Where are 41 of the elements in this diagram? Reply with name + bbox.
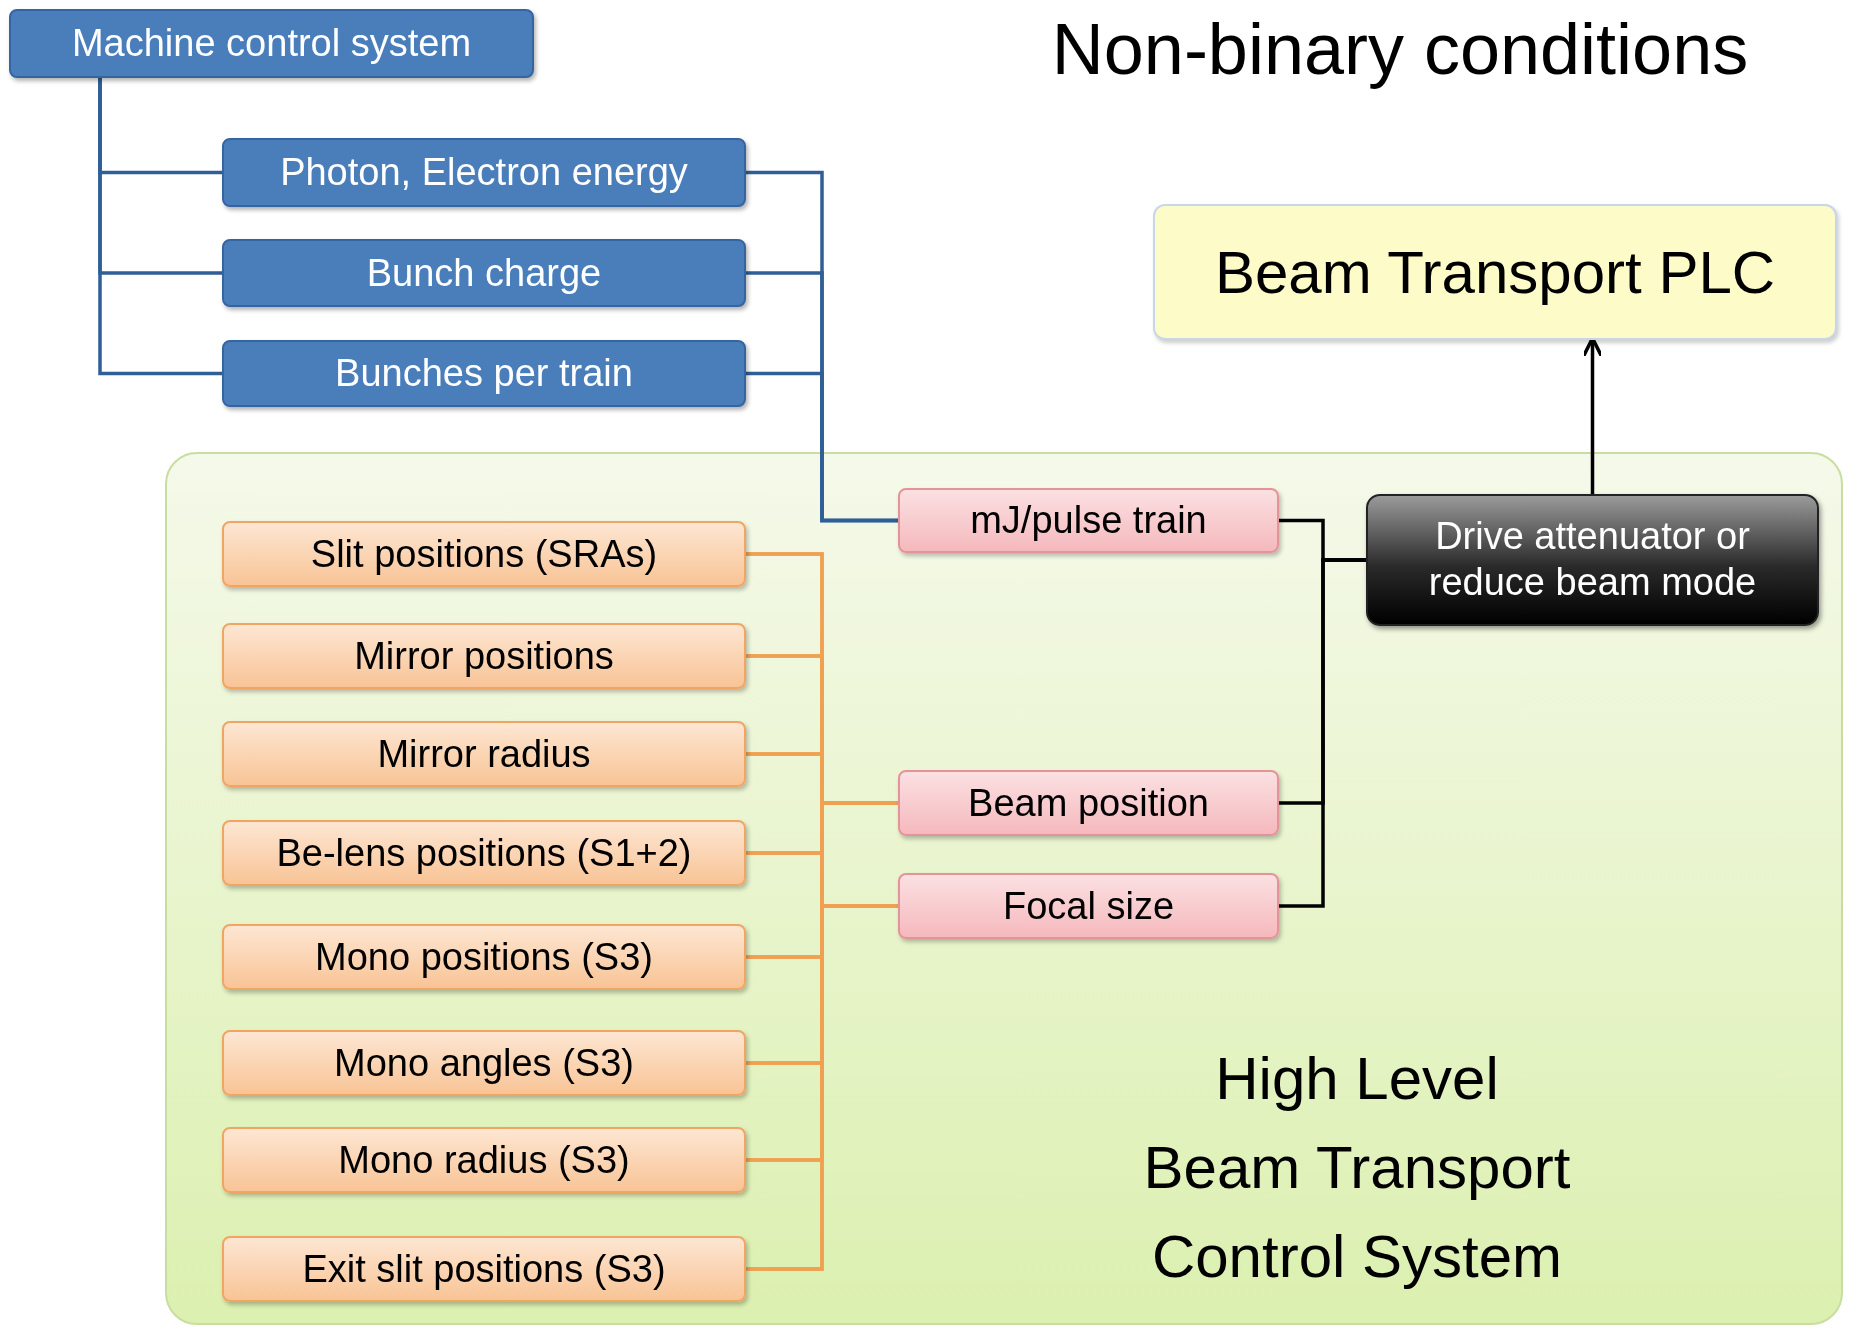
connector-line bbox=[746, 904, 898, 1271]
panel-title: High Level Beam Transport Control System bbox=[1142, 1044, 1572, 1292]
parameter-box bbox=[222, 521, 746, 587]
action-box bbox=[1366, 494, 1819, 626]
diagram-title: Non-binary conditions bbox=[1050, 8, 1750, 90]
parameter-box bbox=[222, 924, 746, 990]
connector-line bbox=[746, 371, 898, 523]
node-label: Mirror radius bbox=[377, 732, 591, 776]
node-label: Beam Transport PLC bbox=[1214, 237, 1776, 307]
node-label: Photon, Electron energy bbox=[280, 151, 688, 194]
control-system-panel bbox=[165, 452, 1843, 1325]
parameter-box bbox=[222, 1127, 746, 1193]
node-label: Mono positions (S3) bbox=[315, 935, 653, 979]
system-box bbox=[222, 138, 746, 207]
node-label: Slit positions (SRAs) bbox=[310, 532, 658, 576]
parameter-box bbox=[222, 820, 746, 886]
node-label: Be-lens positions (S1+2) bbox=[276, 831, 692, 875]
node-label: Bunches per train bbox=[335, 352, 633, 395]
node-label: Bunch charge bbox=[366, 251, 602, 295]
plc-box bbox=[1153, 204, 1837, 340]
parameter-box bbox=[222, 1236, 746, 1302]
parameter-box bbox=[222, 721, 746, 787]
condition-box bbox=[898, 770, 1279, 836]
system-box bbox=[222, 340, 746, 407]
parameter-box bbox=[222, 1030, 746, 1096]
connector-line bbox=[1279, 558, 1366, 908]
node-label: Exit slit positions (S3) bbox=[302, 1247, 666, 1291]
node-label: Machine control system bbox=[71, 22, 472, 65]
node-label: Mono radius (S3) bbox=[338, 1138, 630, 1182]
connector-line bbox=[98, 78, 222, 376]
parameter-box bbox=[222, 623, 746, 689]
condition-box bbox=[898, 488, 1279, 553]
node-label: mJ/pulse train bbox=[970, 499, 1207, 542]
node-label: Focal size bbox=[1002, 884, 1175, 928]
node-label: Mono angles (S3) bbox=[334, 1041, 634, 1085]
system-box bbox=[9, 9, 534, 78]
node-label: Beam position bbox=[968, 781, 1209, 825]
condition-box bbox=[898, 873, 1279, 939]
system-box bbox=[222, 239, 746, 307]
node-label: Drive attenuator or reduce beam mode bbox=[1427, 514, 1758, 605]
node-label: Mirror positions bbox=[354, 634, 614, 678]
